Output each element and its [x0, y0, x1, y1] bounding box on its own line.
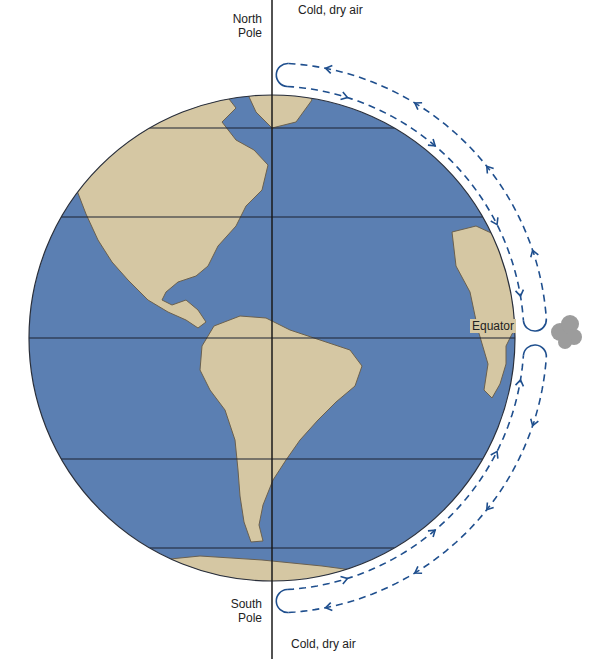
continents: [60, 80, 526, 610]
latitude-line: [0, 216, 595, 217]
flow-arrowhead: [413, 566, 422, 576]
pole-label: South Pole: [220, 597, 262, 625]
equator-line: [0, 337, 595, 338]
flow-arrowhead: [341, 575, 349, 584]
surface-air-flow: [287, 356, 523, 590]
flow-arrowhead: [428, 139, 438, 149]
air-label: Cold, dry air: [291, 637, 356, 651]
polar-sinking-loop: [276, 590, 288, 613]
antarctica: [126, 556, 424, 610]
flow-arrowhead: [428, 527, 438, 537]
equatorial-rising-loop: [523, 345, 546, 357]
greenland: [244, 82, 312, 128]
latitude-line: [0, 547, 595, 548]
flow-arrowhead: [491, 217, 501, 226]
flow-arrowhead: [516, 379, 525, 386]
upper-air-flow: [288, 357, 546, 612]
flow-arrowhead: [529, 249, 538, 257]
latitude-lines: [0, 128, 595, 548]
surface-air-flow: [287, 86, 523, 320]
cloud: [551, 315, 582, 349]
flow-arrowhead: [516, 290, 525, 297]
flow-arrowhead: [341, 92, 349, 101]
north-america: [60, 80, 268, 328]
upper-air-flow: [288, 63, 546, 318]
flow-arrowhead: [413, 100, 422, 110]
earth-axis: [271, 0, 273, 659]
equatorial-rising-loop: [523, 319, 546, 331]
flow-arrowhead: [484, 503, 494, 513]
flow-arrowhead: [529, 419, 538, 427]
equator-label: Equator: [470, 319, 516, 333]
africa: [452, 226, 526, 398]
polar-sinking-loop: [276, 63, 288, 86]
flow-arrowhead: [491, 450, 501, 459]
pole-label: North Pole: [220, 12, 262, 40]
air-label: Cold, dry air: [298, 3, 363, 17]
flow-arrowhead: [484, 164, 494, 174]
cloud-puff: [558, 335, 572, 349]
latitude-line: [0, 458, 595, 459]
flow-arrowhead: [325, 64, 332, 73]
latitude-line: [0, 127, 595, 128]
air-circulation: [276, 63, 546, 612]
flow-arrowhead: [325, 603, 332, 612]
south-america: [200, 316, 362, 542]
